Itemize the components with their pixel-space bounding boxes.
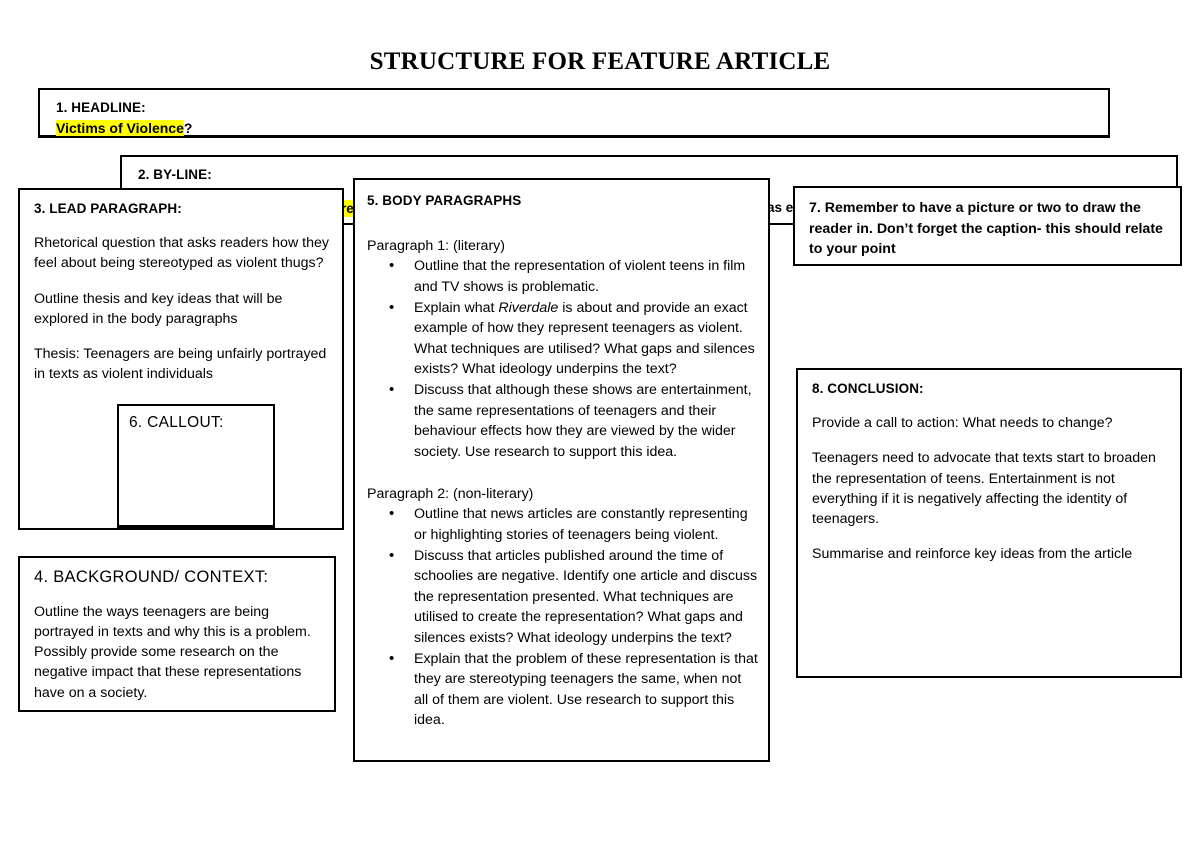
- lead-paragraph-text-2: Outline thesis and key ideas that will b…: [34, 290, 283, 327]
- bullet-text-before: Explain what: [414, 299, 499, 316]
- conclusion-text-2: Teenagers need to advocate that texts st…: [812, 450, 1156, 527]
- bullet-text-before: Discuss that although these shows are en…: [414, 381, 752, 460]
- picture-reminder-box[interactable]: 7. Remember to have a picture or two to …: [793, 186, 1182, 266]
- headline-value-suffix: ?: [183, 120, 193, 137]
- list-item: Discuss that articles published around t…: [389, 545, 758, 649]
- background-context-label: 4. BACKGROUND/ CONTEXT:: [34, 568, 269, 586]
- bullet-text-before: Outline that the representation of viole…: [414, 258, 746, 295]
- obscured-text-fragment-right: as e: [767, 200, 794, 215]
- picture-reminder-text: 7. Remember to have a picture or two to …: [809, 200, 1163, 258]
- background-context-box[interactable]: 4. BACKGROUND/ CONTEXT: Outline the ways…: [18, 556, 336, 712]
- bullet-text-before: Explain that the problem of these repres…: [414, 650, 758, 729]
- bullet-text-before: Outline that news articles are constantl…: [414, 506, 748, 544]
- obscured-text-fragment-left: re: [341, 200, 354, 217]
- body-paragraph-2-bullet-list: Outline that news articles are constantl…: [367, 503, 758, 731]
- bullet-text-after: is about and provide an exact example of…: [414, 299, 755, 378]
- lead-paragraph-label: 3. LEAD PARAGRAPH:: [34, 201, 182, 216]
- body-paragraphs-label: 5. BODY PARAGRAPHS: [367, 193, 522, 208]
- headline-box-inner: 1. HEADLINE: Victims of Violence?: [40, 90, 1108, 137]
- body-paragraphs-box-inner: 5. BODY PARAGRAPHS Paragraph 1: (literar…: [355, 180, 768, 731]
- bullet-text-italic: Riverdale: [498, 299, 559, 316]
- conclusion-text-1: Provide a call to action: What needs to …: [812, 415, 1113, 432]
- lead-paragraph-text-3: Thesis: Teenagers are being unfairly por…: [34, 345, 327, 382]
- callout-box[interactable]: 6. CALLOUT:: [117, 404, 275, 529]
- headline-box[interactable]: 1. HEADLINE: Victims of Violence?: [38, 88, 1110, 138]
- list-item: Outline that the representation of viole…: [389, 255, 758, 297]
- body-paragraph-1-heading: Paragraph 1: (literary): [367, 238, 505, 255]
- list-item: Discuss that although these shows are en…: [389, 379, 758, 462]
- background-context-box-inner: 4. BACKGROUND/ CONTEXT: Outline the ways…: [20, 558, 334, 711]
- body-paragraph-1-bullet-list: Outline that the representation of viole…: [367, 255, 758, 462]
- conclusion-box-inner: 8. CONCLUSION: Provide a call to action:…: [798, 370, 1180, 572]
- headline-highlighted-text: Victims of Violence: [56, 120, 184, 137]
- list-item: Explain that the problem of these repres…: [389, 648, 758, 731]
- byline-label: 2. BY-LINE:: [138, 167, 212, 182]
- bullet-text-before: Discuss that articles published around t…: [414, 547, 758, 647]
- picture-reminder-box-inner: 7. Remember to have a picture or two to …: [795, 188, 1180, 268]
- body-paragraphs-box[interactable]: 5. BODY PARAGRAPHS Paragraph 1: (literar…: [353, 178, 770, 762]
- page-title: STRUCTURE FOR FEATURE ARTICLE: [369, 48, 831, 75]
- list-item: Explain what Riverdale is about and prov…: [389, 297, 758, 380]
- lead-paragraph-text-1: Rhetorical question that asks readers ho…: [34, 235, 329, 272]
- conclusion-text-3: Summarise and reinforce key ideas from t…: [812, 546, 1133, 562]
- callout-label: 6. CALLOUT:: [129, 414, 224, 431]
- list-item: Outline that news articles are constantl…: [389, 503, 758, 545]
- lead-paragraph-box-inner: 3. LEAD PARAGRAPH: Rhetorical question t…: [20, 190, 342, 392]
- conclusion-box[interactable]: 8. CONCLUSION: Provide a call to action:…: [796, 368, 1182, 678]
- headline-label: 1. HEADLINE:: [56, 100, 146, 115]
- byline-box-inner: 2. BY-LINE:: [122, 157, 1176, 184]
- background-context-text-1: Outline the ways teenagers are being por…: [34, 604, 311, 701]
- headline-value: Victims of Violence?: [56, 120, 1096, 137]
- body-paragraph-2-heading: Paragraph 2: (non-literary): [367, 486, 534, 503]
- conclusion-label: 8. CONCLUSION:: [812, 381, 924, 396]
